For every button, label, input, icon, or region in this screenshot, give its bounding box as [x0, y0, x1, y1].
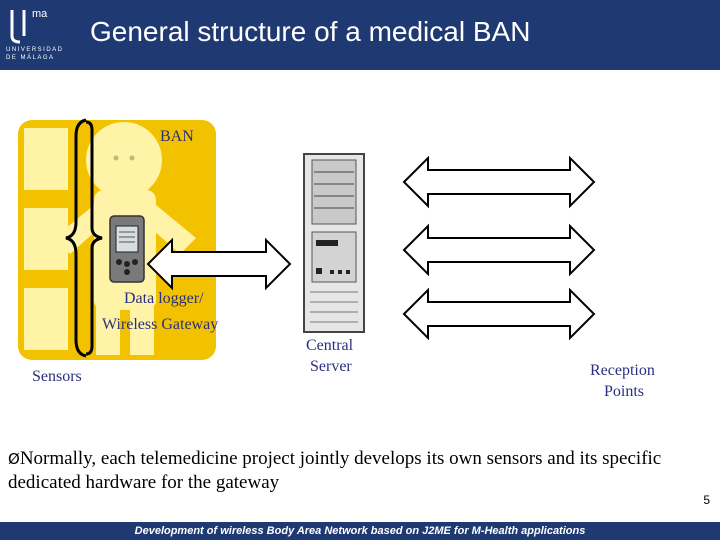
arrow-gateway-server — [146, 237, 292, 291]
arrow-server-reception-2 — [402, 223, 596, 277]
server-label-line-2: Server — [310, 358, 352, 375]
reception-label-line-1: Reception — [590, 362, 655, 379]
logo-text-line-2: DE MÁLAGA — [6, 55, 55, 61]
server-tower-icon — [303, 153, 365, 333]
arrow-server-reception-3 — [402, 287, 596, 341]
sensor-box-3 — [24, 288, 68, 350]
logo-text: UNIVERSIDAD DE MÁLAGA — [6, 46, 70, 62]
sensor-box-2 — [24, 208, 68, 270]
reception-label-line-2: Points — [604, 383, 645, 400]
bullet-paragraph: ØNormally, each telemedicine project joi… — [8, 447, 708, 495]
bullet-arrow-icon: Ø — [8, 450, 20, 468]
logo-text-line-1: UNIVERSIDAD — [6, 47, 64, 53]
sensors-label: Sensors — [32, 368, 82, 385]
page-number: 5 — [703, 493, 710, 507]
bullet-text: Normally, each telemedicine project join… — [8, 448, 662, 493]
gateway-label-line-1: Data logger/ — [124, 290, 204, 307]
figure-eye-left — [113, 155, 119, 161]
university-logo: ma UNIVERSIDAD DE MÁLAGA — [6, 6, 70, 66]
pda-device-icon — [109, 215, 145, 283]
header-bar: ma UNIVERSIDAD DE MÁLAGA General structu… — [0, 0, 720, 70]
slide-title: General structure of a medical BAN — [90, 16, 531, 47]
footer-bar: Development of wireless Body Area Networ… — [0, 522, 720, 540]
logo-mark-text: ma — [32, 8, 48, 20]
figure-eye-right — [129, 155, 135, 161]
server-label-line-1: Central — [306, 337, 354, 354]
arrow-server-reception-1 — [402, 155, 596, 209]
footer-text: Development of wireless Body Area Networ… — [134, 525, 586, 537]
sensors-brace — [65, 118, 87, 358]
sensors-brace-inner — [85, 120, 103, 356]
logo-mark-icon — [10, 10, 26, 44]
gateway-label-line-2: Wireless Gateway — [102, 316, 219, 333]
ban-label: BAN — [160, 128, 194, 145]
sensor-box-1 — [24, 128, 68, 190]
